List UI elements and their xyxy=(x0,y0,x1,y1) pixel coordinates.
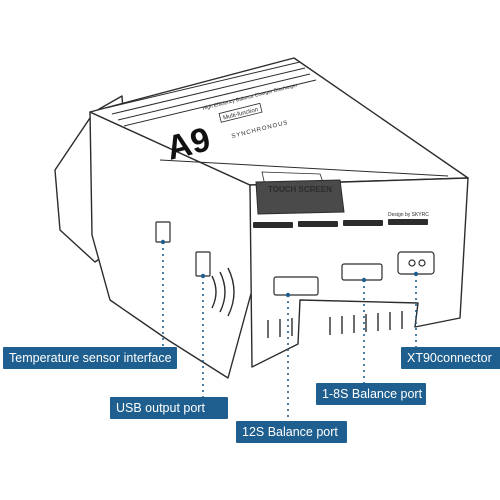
xt90-pin xyxy=(418,259,426,267)
balance-1-8s-label: 1-8S Balance port xyxy=(316,383,426,405)
usb-port xyxy=(195,251,211,277)
temperature-sensor-port xyxy=(155,221,171,243)
panel-button xyxy=(343,220,383,226)
touch-screen-text: TOUCH SCREEN xyxy=(268,185,332,194)
balance-1-8s-port xyxy=(341,263,383,281)
top-face-details xyxy=(105,61,449,202)
panel-button xyxy=(253,222,293,228)
xt90-connector-label: XT90connector xyxy=(401,347,500,369)
side-fan-grille xyxy=(211,267,235,317)
balance-12s-port xyxy=(273,276,319,296)
multi-function-badge xyxy=(218,102,263,123)
xt90-pin xyxy=(408,259,416,267)
temperature-sensor-label: Temperature sensor interface xyxy=(3,347,177,369)
panel-button xyxy=(298,221,338,227)
xt90-port xyxy=(397,251,435,275)
panel-buttons xyxy=(253,219,428,228)
design-by-text: Design by SKYRC xyxy=(388,212,429,218)
front-vents xyxy=(267,311,403,338)
callout-dots xyxy=(160,239,419,298)
callout-lines xyxy=(162,242,417,421)
panel-button xyxy=(388,219,428,225)
usb-output-label: USB output port xyxy=(110,397,228,419)
charger-body xyxy=(54,57,469,379)
touch-screen-display xyxy=(255,179,345,215)
balance-12s-label: 12S Balance port xyxy=(236,421,347,443)
